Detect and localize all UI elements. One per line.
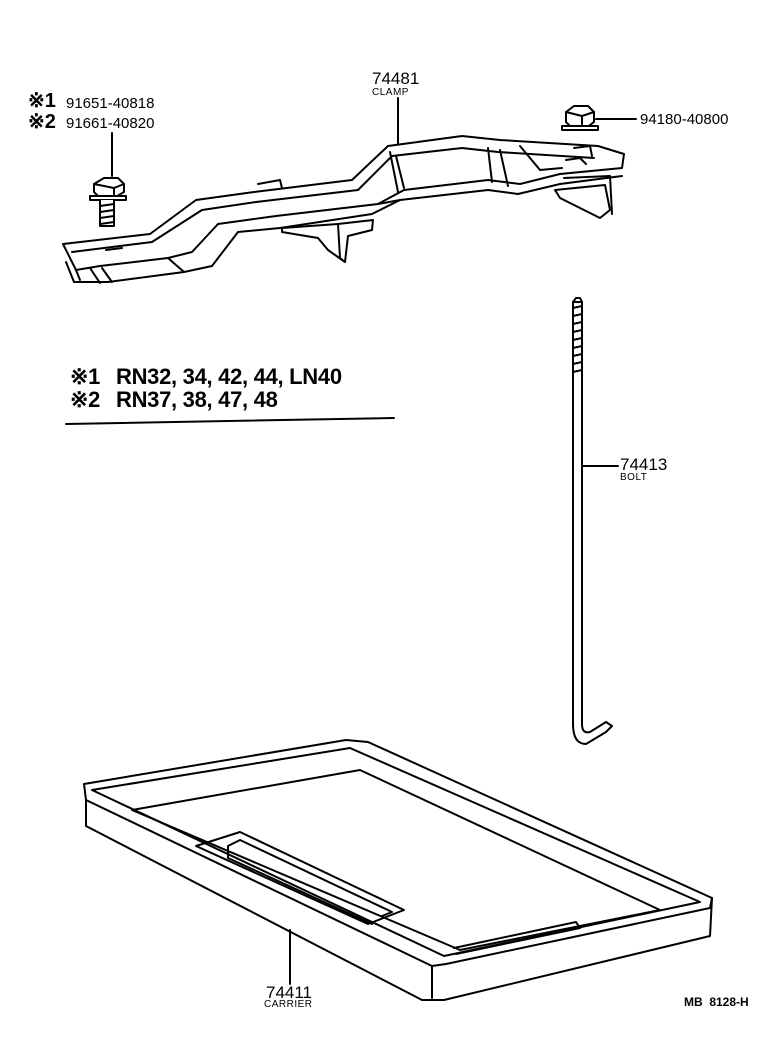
clamp-drawing <box>62 135 625 284</box>
note-1-mark: ※1 <box>70 364 101 389</box>
bolt-1-mark: ※1 <box>28 90 56 112</box>
nut-part-number: 94180-40800 <box>640 111 729 128</box>
bolt-part-name: BOLT <box>620 472 648 483</box>
carrier-part-name: CARRIER <box>264 999 313 1010</box>
bolt-part-number: 74413 <box>620 455 668 474</box>
clamp-part-number: 74481 <box>372 69 420 88</box>
clamp-part-name: CLAMP <box>372 87 409 98</box>
bolt-2-mark: ※2 <box>28 111 56 133</box>
bolt-1-part-number: 91651-40818 <box>66 95 155 112</box>
nut-drawing <box>561 105 637 131</box>
carrier-drawing <box>83 739 713 1001</box>
notes-underline <box>65 417 395 425</box>
carrier-part-number: 74411 <box>266 983 313 1002</box>
bolt-2-part-number: 91661-40820 <box>66 115 155 132</box>
j-bolt-drawing <box>572 297 619 745</box>
flange-bolt-drawing <box>89 132 127 227</box>
note-1-text: RN32, 34, 42, 44, LN40 <box>116 364 342 389</box>
note-2-text: RN37, 38, 47, 48 <box>116 387 278 412</box>
diagram-code: MB 8128-H <box>684 995 749 1009</box>
note-2-mark: ※2 <box>70 387 101 412</box>
